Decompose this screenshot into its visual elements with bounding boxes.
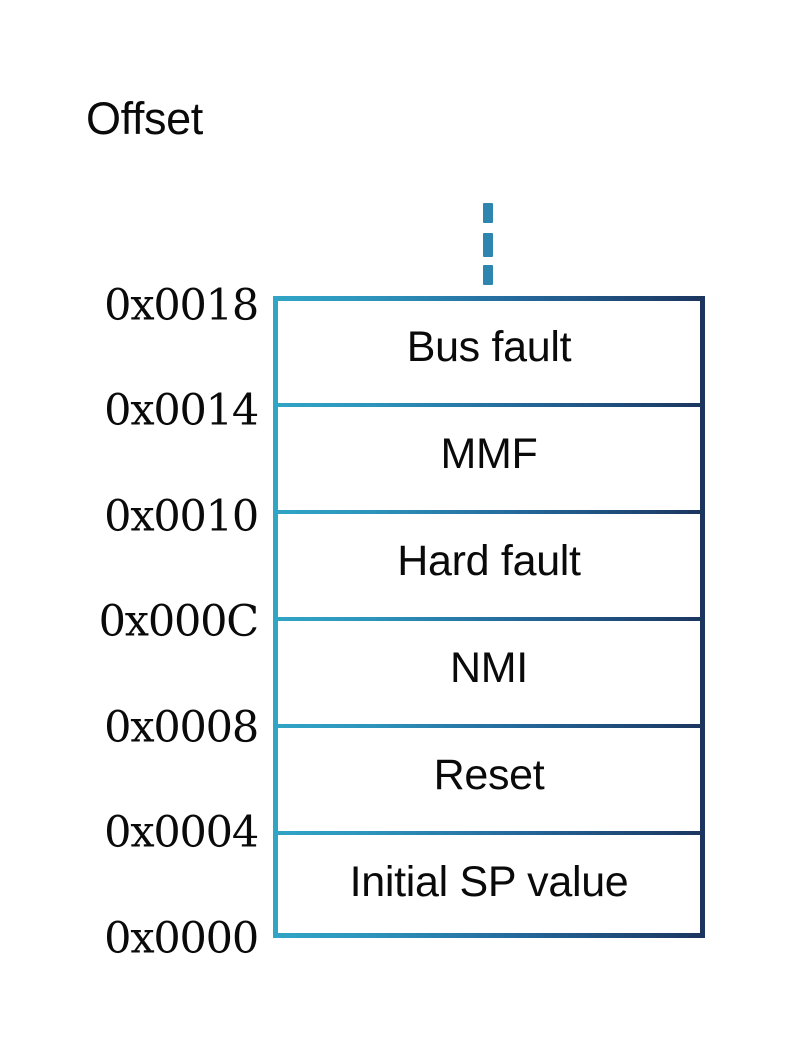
offset-tick-0x000C: 0x000C <box>98 596 260 647</box>
offset-tick-0x0010: 0x0010 <box>104 491 259 542</box>
offset-tick-0x0018: 0x0018 <box>104 280 259 331</box>
table-row[interactable]: Initial SP value <box>273 831 705 938</box>
vertical-dotted-continuation-icon <box>483 203 493 285</box>
cell-label: Initial SP value <box>349 858 629 906</box>
dash-segment <box>483 203 493 223</box>
vector-table: Bus fault MMF Hard fault NMI Reset Initi… <box>273 296 705 938</box>
offset-tick-0x0000: 0x0000 <box>104 913 259 964</box>
page-title: Offset <box>86 93 203 144</box>
cell-label: Hard fault <box>397 537 581 585</box>
table-row[interactable]: Bus fault <box>273 296 705 403</box>
table-row[interactable]: NMI <box>273 617 705 724</box>
offset-scale: 0x0018 0x0014 0x0010 0x000C 0x0008 0x000… <box>0 0 260 1055</box>
offset-tick-0x0014: 0x0014 <box>104 385 259 436</box>
offset-tick-0x0008: 0x0008 <box>104 702 259 753</box>
cell-label: MMF <box>440 430 538 478</box>
table-row[interactable]: Reset <box>273 724 705 831</box>
cell-label: NMI <box>450 644 528 692</box>
table-row[interactable]: MMF <box>273 403 705 510</box>
table-row[interactable]: Hard fault <box>273 510 705 617</box>
vector-table-rows: Bus fault MMF Hard fault NMI Reset Initi… <box>273 296 705 938</box>
offset-tick-0x0004: 0x0004 <box>104 807 259 858</box>
cell-label: Bus fault <box>406 323 572 371</box>
dash-segment <box>483 265 493 285</box>
cell-label: Reset <box>433 751 545 799</box>
dash-segment <box>483 233 493 257</box>
